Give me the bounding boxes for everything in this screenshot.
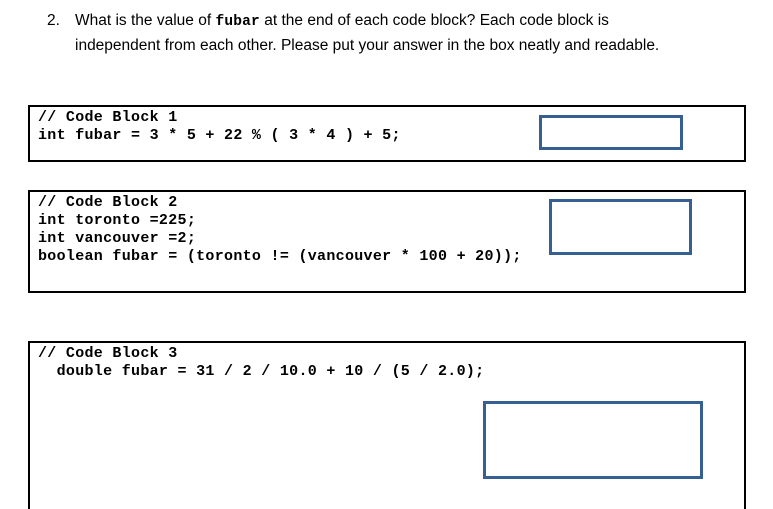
question-text: What is the value of fubar at the end of… — [75, 9, 675, 58]
answer-box-1[interactable] — [539, 115, 683, 150]
code-line: int fubar = 3 * 5 + 22 % ( 3 * 4 ) + 5; — [38, 127, 401, 144]
question-text-line3: readable. — [594, 37, 660, 54]
code-line: // Code Block 1 — [38, 109, 178, 126]
code-line: // Code Block 3 — [38, 345, 178, 362]
code-line: boolean fubar = (toronto != (vancouver *… — [38, 248, 522, 265]
code-block-3-code: // Code Block 3 double fubar = 31 / 2 / … — [30, 343, 744, 381]
code-line: // Code Block 2 — [38, 194, 178, 211]
fubar-term: fubar — [215, 14, 260, 30]
question: 2. What is the value of fubar at the end… — [47, 9, 675, 58]
code-line: int vancouver =2; — [38, 230, 197, 247]
code-block-3: // Code Block 3 double fubar = 31 / 2 / … — [28, 341, 746, 509]
answer-box-2[interactable] — [549, 199, 692, 255]
question-number: 2. — [47, 12, 60, 29]
question-text-line2: independent from each other. Please put … — [75, 37, 591, 54]
code-line: double fubar = 31 / 2 / 10.0 + 10 / (5 /… — [38, 363, 485, 380]
question-text-line1-after: at the end of each code block? Each code… — [259, 12, 609, 29]
question-text-before: What is the value of — [75, 12, 216, 29]
code-line: int toronto =225; — [38, 212, 197, 229]
answer-box-3[interactable] — [483, 401, 703, 479]
